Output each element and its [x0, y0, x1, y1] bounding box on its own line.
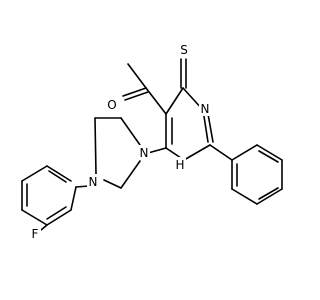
bond-fluorophenyl-inner-3: [48, 170, 67, 183]
bond-fluorophenyl-2: [46, 209, 72, 226]
bond-carbonyl-c5: [145, 87, 167, 115]
nh-label-bg: [174, 157, 186, 172]
bond-phenyl-6: [231, 144, 258, 161]
bond-piperazine-4: [120, 160, 141, 189]
bond-fluorophenyl-6: [46, 165, 72, 182]
bond-carbonyl-oxygen-2: [124, 91, 149, 101]
bond-c2-n1: [183, 144, 211, 161]
nitrogen-piperazine-bottom-label: N: [89, 175, 98, 189]
bond-fluorophenyl-1: [70, 186, 77, 211]
thione-group: [180, 58, 187, 89]
nitrogen-piperazine-top-label: N: [140, 146, 149, 160]
bond-phenyl-inner-2: [258, 187, 279, 200]
bond-c6-piperazine-n: [147, 147, 167, 154]
sulfur-label: S: [180, 43, 188, 57]
nitrogen-piperazine-top-label-bg: [138, 145, 150, 160]
oxygen-label-bg: [106, 97, 118, 112]
bond-piperazine-5: [103, 179, 122, 189]
bond-phenyl-3: [256, 188, 283, 205]
phenyl-ring: [209, 144, 283, 205]
bond-fluorophenyl-inner-1: [46, 206, 67, 220]
bond-n3-c2-2: [207, 113, 214, 143]
bond-phenyl-inner-3: [258, 150, 279, 163]
acetyl-group: [122, 63, 167, 115]
bond-c5-c4: [165, 87, 184, 115]
pyrimidine-ring: [165, 87, 214, 161]
bond-phenyl-2: [231, 188, 258, 205]
fluorophenyl-ring: [21, 165, 90, 231]
nitrogen-piperazine-bottom-label-bg: [87, 174, 99, 189]
bond-carbonyl-oxygen-1: [122, 87, 147, 97]
bond-fluorophenyl-fluorine: [40, 224, 48, 231]
nh-hydrogen-label: H: [175, 158, 184, 172]
nitrogen-ring-label: N: [201, 102, 210, 116]
bond-piperazine-3: [94, 117, 97, 175]
nitrogen-ring-label-bg: [199, 101, 211, 116]
oxygen-label: O: [107, 98, 116, 112]
piperazine-ring: [94, 117, 167, 189]
molecule-structure-drawing: O S N N N H F: [21, 42, 283, 241]
bond-piperazine-fluorophenyl: [75, 185, 90, 188]
sulfur-label-bg: [178, 42, 190, 57]
bond-fluorophenyl-3: [21, 209, 48, 226]
molecule-svg: O S N N N H F: [21, 42, 283, 241]
bond-methyl-carbonyl: [127, 63, 147, 89]
bond-fluorophenyl-5: [21, 165, 48, 182]
bond-c2-phenyl: [209, 144, 233, 161]
bond-phenyl-5: [256, 144, 283, 161]
fluorine-label: F: [32, 227, 39, 241]
fluorine-label-bg: [29, 226, 41, 241]
bond-piperazine-1: [120, 117, 141, 146]
